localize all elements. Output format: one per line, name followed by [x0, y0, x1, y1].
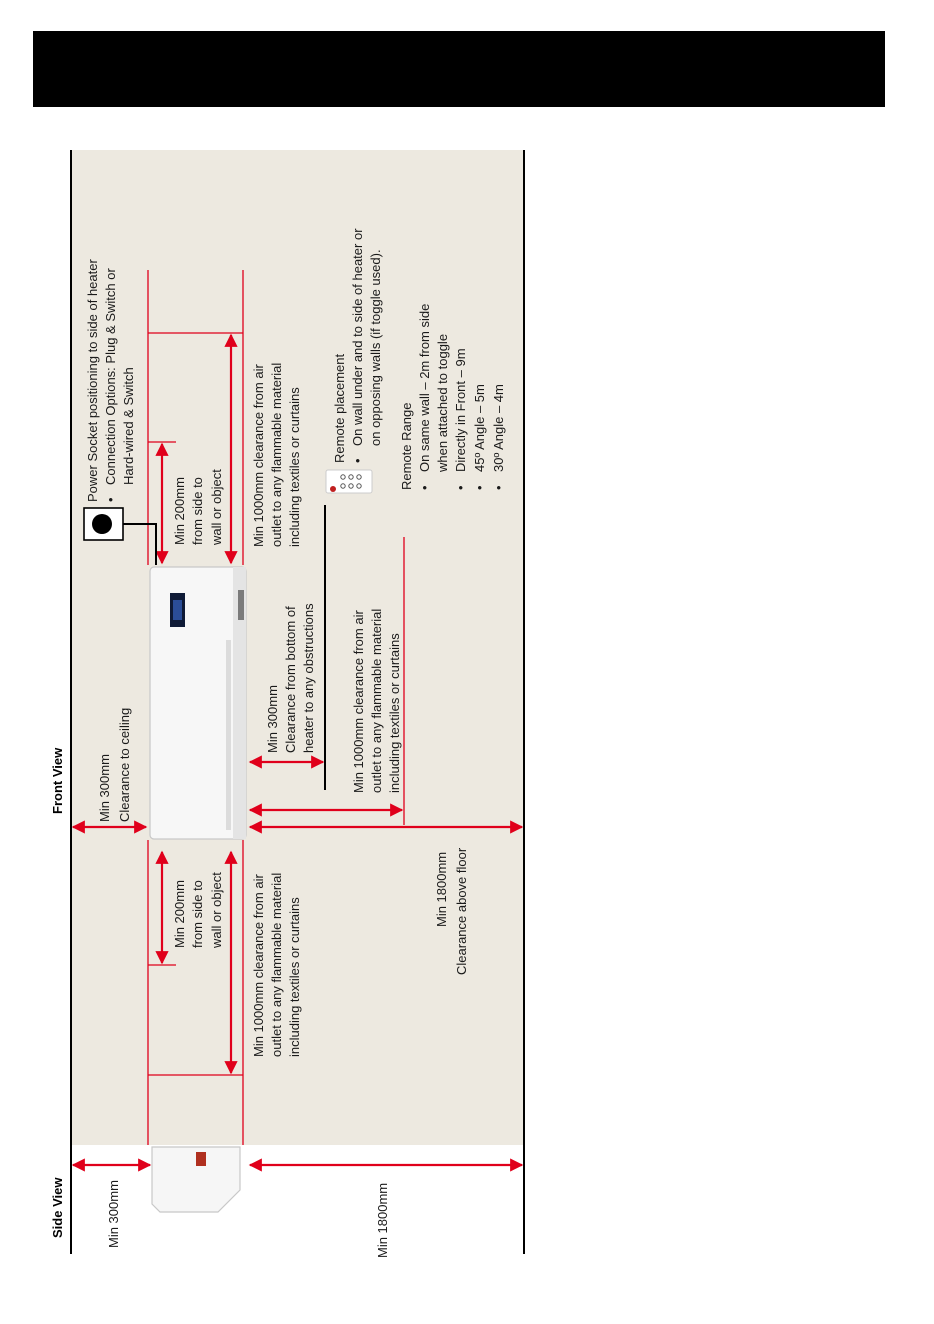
side-clear-top-3: wall or object	[209, 469, 224, 546]
remote-range-1: On same wall – 2m from side	[417, 304, 432, 472]
ceiling-label-2: Clearance to ceiling	[117, 708, 132, 822]
side-clear-bottom-1: Min 200mm	[172, 880, 187, 948]
bottom-clear-1: Min 300mm	[265, 685, 280, 753]
front-view-panel	[71, 150, 524, 1145]
side-view-panel	[71, 1145, 524, 1253]
flammable-top-2: outlet to any flammable material	[269, 363, 284, 547]
flammable-top-1: Min 1000mm clearance from air	[251, 364, 266, 547]
side-clear-top-1: Min 200mm	[172, 477, 187, 545]
bottom-clear-3: heater to any obstructions	[301, 603, 316, 753]
remote-placement-title: Remote placement	[332, 354, 347, 463]
remote-placement-1: On wall under and to side of heater or	[350, 228, 365, 446]
side-floor-label: Min 1800mm	[375, 1183, 390, 1258]
floor-label-1: Min 1800mm	[434, 852, 449, 927]
remote-placement-bullet: •	[350, 458, 365, 463]
power-label-2: Connection Options: Plug & Switch or	[103, 268, 118, 485]
front-view-label: Front View	[50, 747, 65, 814]
front-flammable-1: Min 1000mm clearance from air	[351, 610, 366, 793]
remote-range-bullet-1: •	[417, 485, 432, 490]
remote-range-3: Directly in Front – 9m	[453, 348, 468, 472]
flammable-bottom-1: Min 1000mm clearance from air	[251, 874, 266, 1057]
side-clear-top-2: from side to	[190, 477, 205, 545]
heater-front	[149, 566, 247, 840]
front-flammable-2: outlet to any flammable material	[369, 609, 384, 793]
side-clear-bottom-2: from side to	[190, 880, 205, 948]
power-label-3: Hard-wired & Switch	[121, 367, 136, 485]
remote-placement-2: on opposing walls (if toggle used).	[368, 249, 383, 446]
power-socket	[83, 507, 157, 565]
front-flammable-3: including textiles or curtains	[387, 633, 402, 793]
header-bar	[33, 31, 885, 107]
heater-side	[151, 1146, 241, 1213]
flammable-bottom-3: including textiles or curtains	[287, 897, 302, 1057]
remote-range-2: when attached to toggle	[435, 334, 450, 473]
remote-range-bullet-4: •	[472, 485, 487, 490]
flammable-bottom-2: outlet to any flammable material	[269, 873, 284, 1057]
bottom-clear-2: Clearance from bottom of	[283, 606, 298, 753]
side-view-label: Side View	[50, 1177, 65, 1238]
ceiling-label-1: Min 300mm	[97, 754, 112, 822]
power-label-1: Power Socket positioning to side of heat…	[85, 259, 100, 502]
remote-range-4: 45º Angle – 5m	[472, 384, 487, 472]
remote-range-bullet-3: •	[453, 485, 468, 490]
remote-range-bullet-5: •	[491, 485, 506, 490]
power-bullet: •	[103, 497, 118, 502]
flammable-top-3: including textiles or curtains	[287, 387, 302, 547]
remote-range-title: Remote Range	[399, 403, 414, 490]
remote-range-5: 30º Angle – 4m	[491, 384, 506, 472]
floor-label-2: Clearance above floor	[454, 847, 469, 975]
side-ceiling-label: Min 300mm	[106, 1180, 121, 1248]
remote-control-icon	[325, 469, 373, 494]
side-clear-bottom-3: wall or object	[209, 872, 224, 949]
